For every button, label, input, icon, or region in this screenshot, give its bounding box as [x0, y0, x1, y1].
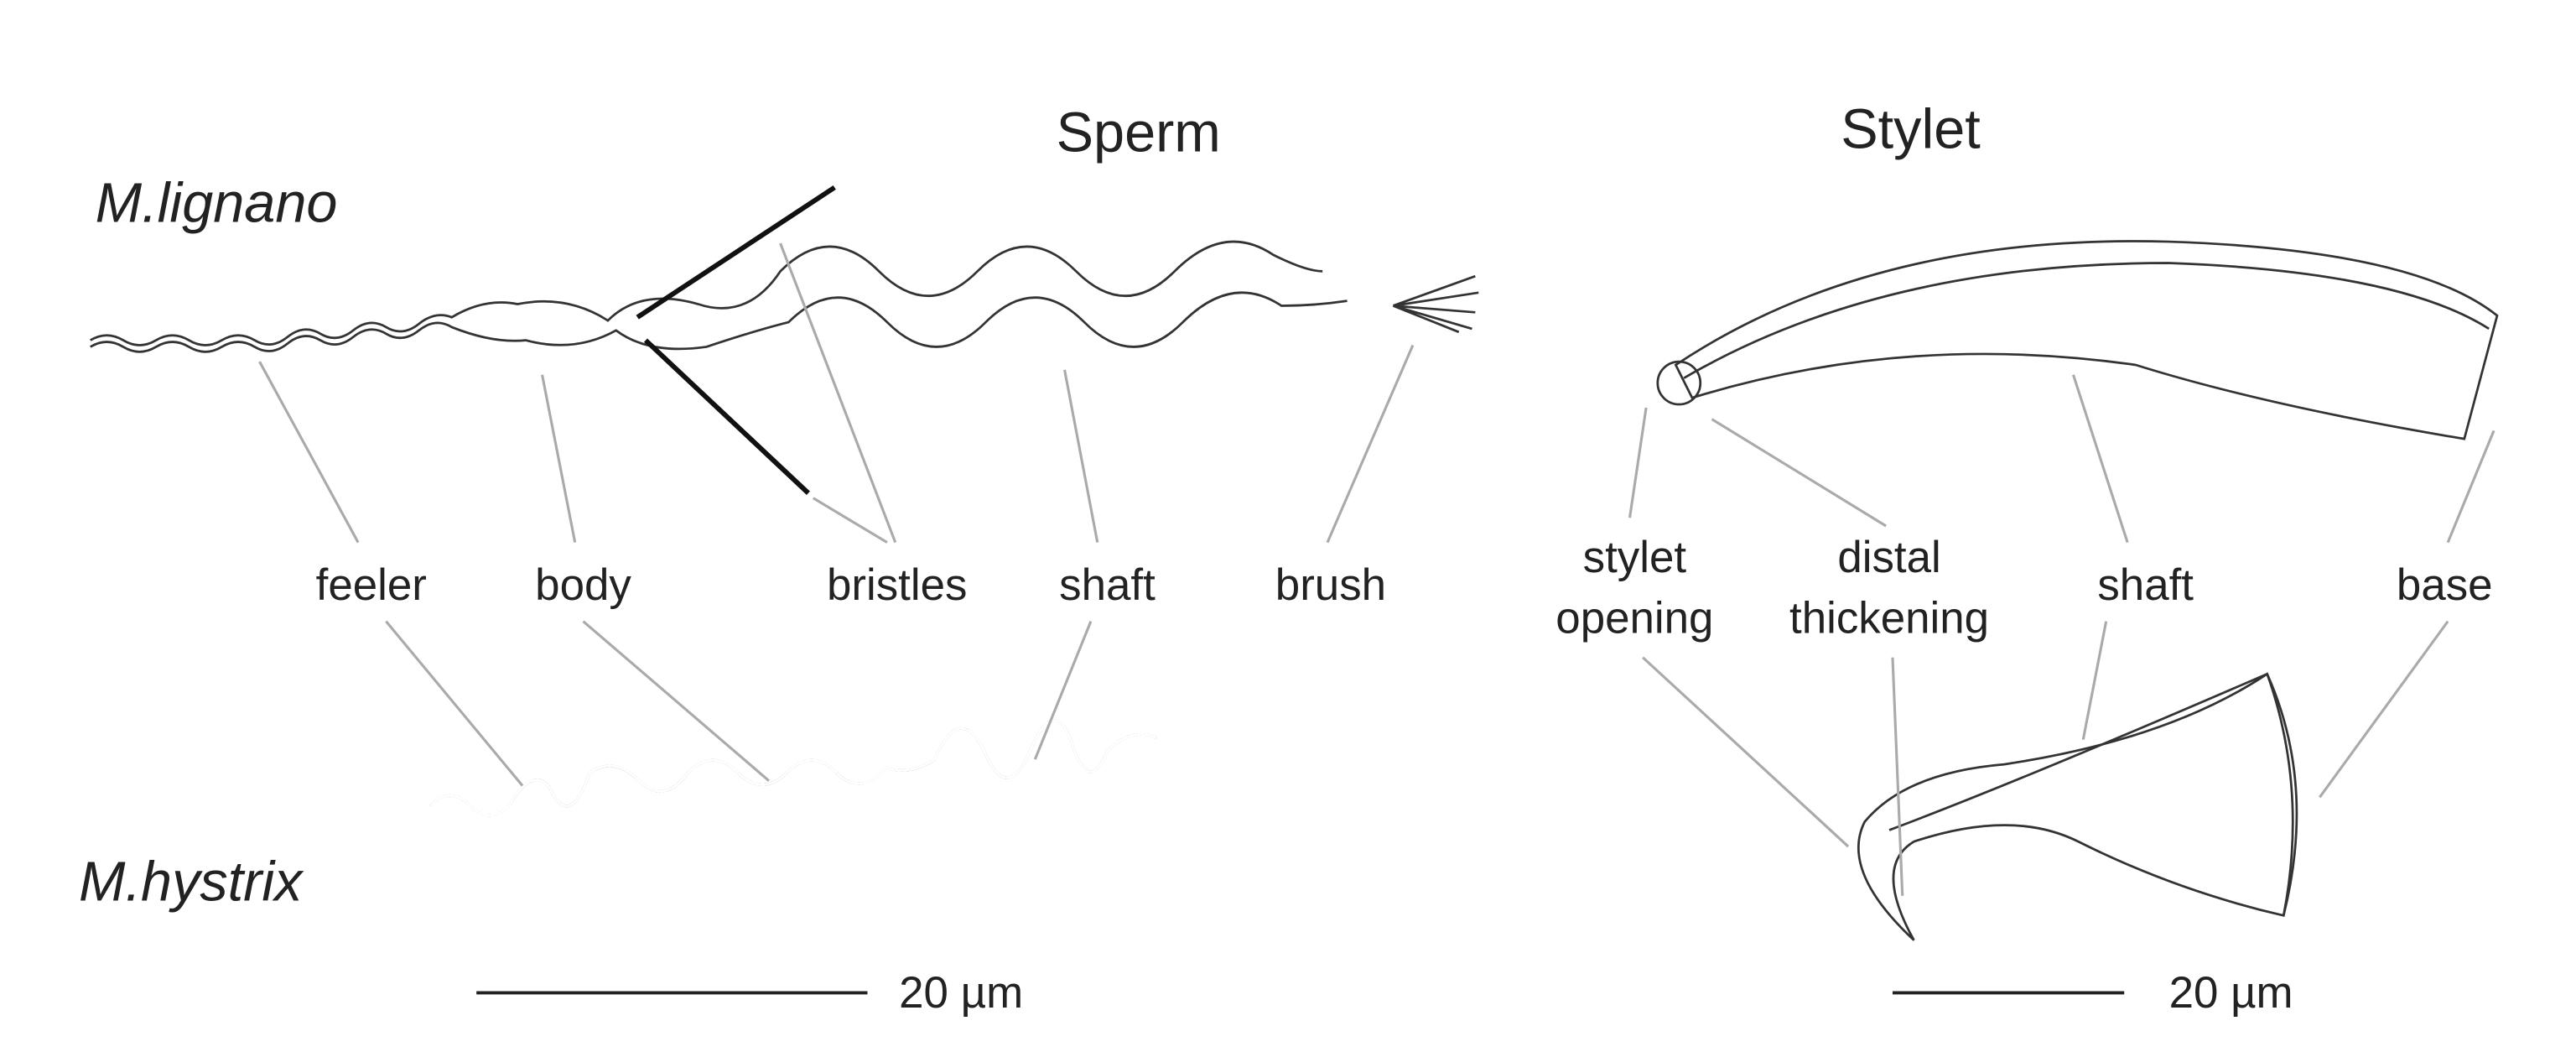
species-hystrix-label: M.hystrix: [79, 851, 304, 914]
sperm-scale-label: 20 µm: [899, 968, 1023, 1018]
label-stylet-opening-2: opening: [1555, 593, 1713, 643]
stylet-title: Stylet: [1841, 98, 1981, 160]
label-base: base: [2397, 560, 2493, 610]
label-feeler: feeler: [316, 560, 427, 610]
lignano-sperm-drawing: [90, 185, 1479, 495]
hystrix-stylet-drawing: [1857, 672, 2298, 941]
label-brush: brush: [1275, 560, 1386, 610]
sperm-title: Sperm: [1057, 102, 1221, 164]
label-stylet-opening-1: stylet: [1583, 533, 1687, 582]
label-sperm-shaft: shaft: [1059, 560, 1156, 610]
label-bristles: bristles: [827, 560, 967, 610]
species-lignano-label: M.lignano: [96, 173, 338, 235]
hystrix-sperm-drawing: [429, 719, 1157, 817]
label-stylet-shaft: shaft: [2097, 560, 2194, 610]
label-distal-2: thickening: [1789, 593, 1989, 643]
leader-lines: [258, 242, 2496, 896]
label-distal-1: distal: [1837, 533, 1940, 582]
stylet-scale-label: 20 µm: [2169, 968, 2293, 1018]
label-body: body: [535, 560, 631, 610]
lignano-stylet-drawing: [1656, 240, 2499, 440]
